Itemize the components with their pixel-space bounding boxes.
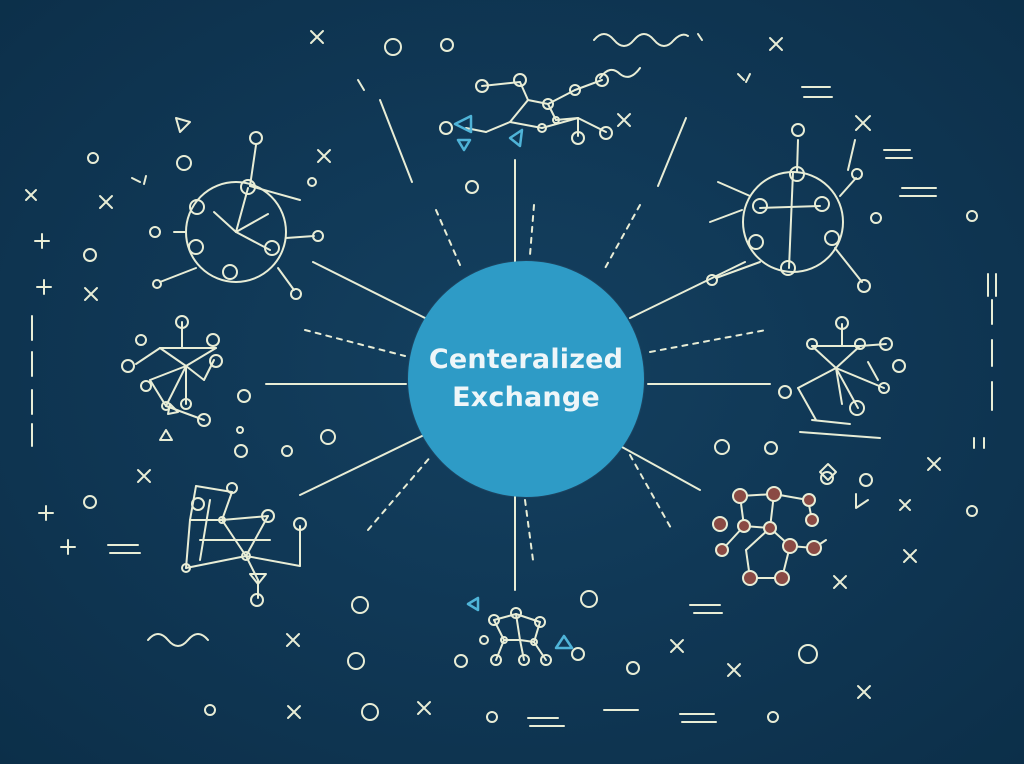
decorative-plus-signs [34,233,76,555]
warm-nodes [712,486,822,586]
top-cluster-accents [453,114,524,152]
network-cluster-bottom-left [181,482,307,607]
central-exchange-hub: Centeralized Exchange [408,261,644,497]
decorative-crosses [25,30,941,719]
network-cluster-top-left [149,131,324,300]
decorative-triangles [175,117,869,509]
hub-dashed-spokes [304,204,767,561]
decorative-squiggles [147,33,689,647]
decorative-dashes [31,86,997,727]
network-cluster-left [121,315,251,441]
hub-label-line-2: Exchange [452,382,600,413]
network-cluster-top-right [706,123,882,293]
network-cluster-bottom [479,607,552,666]
hub-spokes [265,99,771,591]
hub-label-line-1: Centeralized [428,344,624,375]
decorative-ticks [131,33,751,185]
network-cluster-right [778,316,906,439]
bottom-cluster-accents [466,596,574,650]
decorative-circles [83,38,978,723]
network-cluster-top [439,67,641,145]
